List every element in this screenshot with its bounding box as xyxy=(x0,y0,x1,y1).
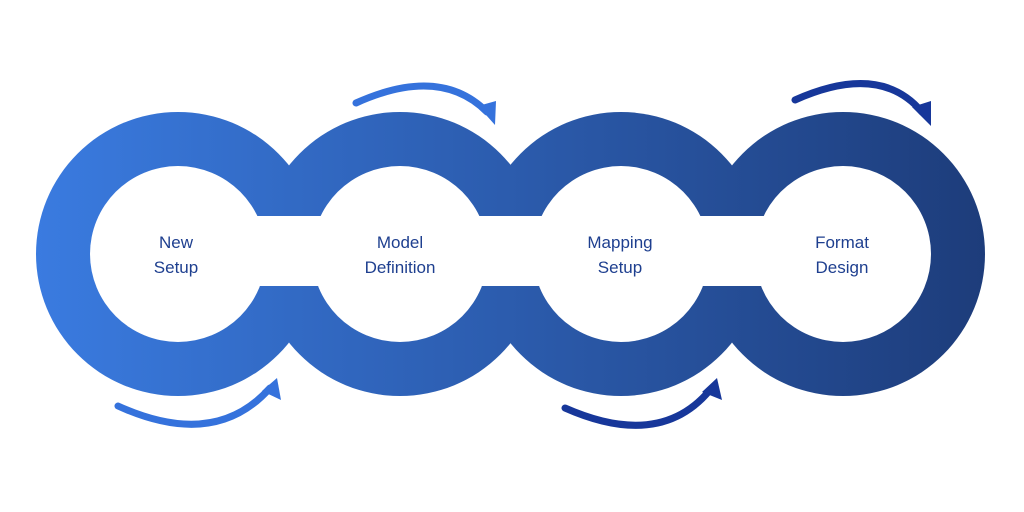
arrow-bottom-1 xyxy=(114,378,281,428)
step-label-line2: Setup xyxy=(154,258,198,277)
step-model-definition: Model Definition xyxy=(365,233,436,277)
arrow-top-1 xyxy=(352,82,496,125)
ring-band xyxy=(36,112,985,396)
step-mapping-setup: Mapping Setup xyxy=(587,233,652,277)
step-label-line1: Format xyxy=(815,233,869,252)
arrow-bottom-2 xyxy=(561,378,722,429)
step-new-setup: New Setup xyxy=(154,233,198,277)
arrowhead-icon xyxy=(702,378,722,400)
arrowhead-icon xyxy=(912,101,931,126)
step-label-line2: Design xyxy=(816,258,869,277)
step-label-line1: Mapping xyxy=(587,233,652,252)
step-label-line1: New xyxy=(159,233,194,252)
step-format-design: Format Design xyxy=(815,233,869,277)
step-label-line2: Setup xyxy=(598,258,642,277)
arrowhead-icon xyxy=(478,101,496,125)
arrowhead-icon xyxy=(262,378,281,400)
step-label-line1: Model xyxy=(377,233,423,252)
arrow-top-2 xyxy=(791,80,931,126)
step-label-line2: Definition xyxy=(365,258,436,277)
